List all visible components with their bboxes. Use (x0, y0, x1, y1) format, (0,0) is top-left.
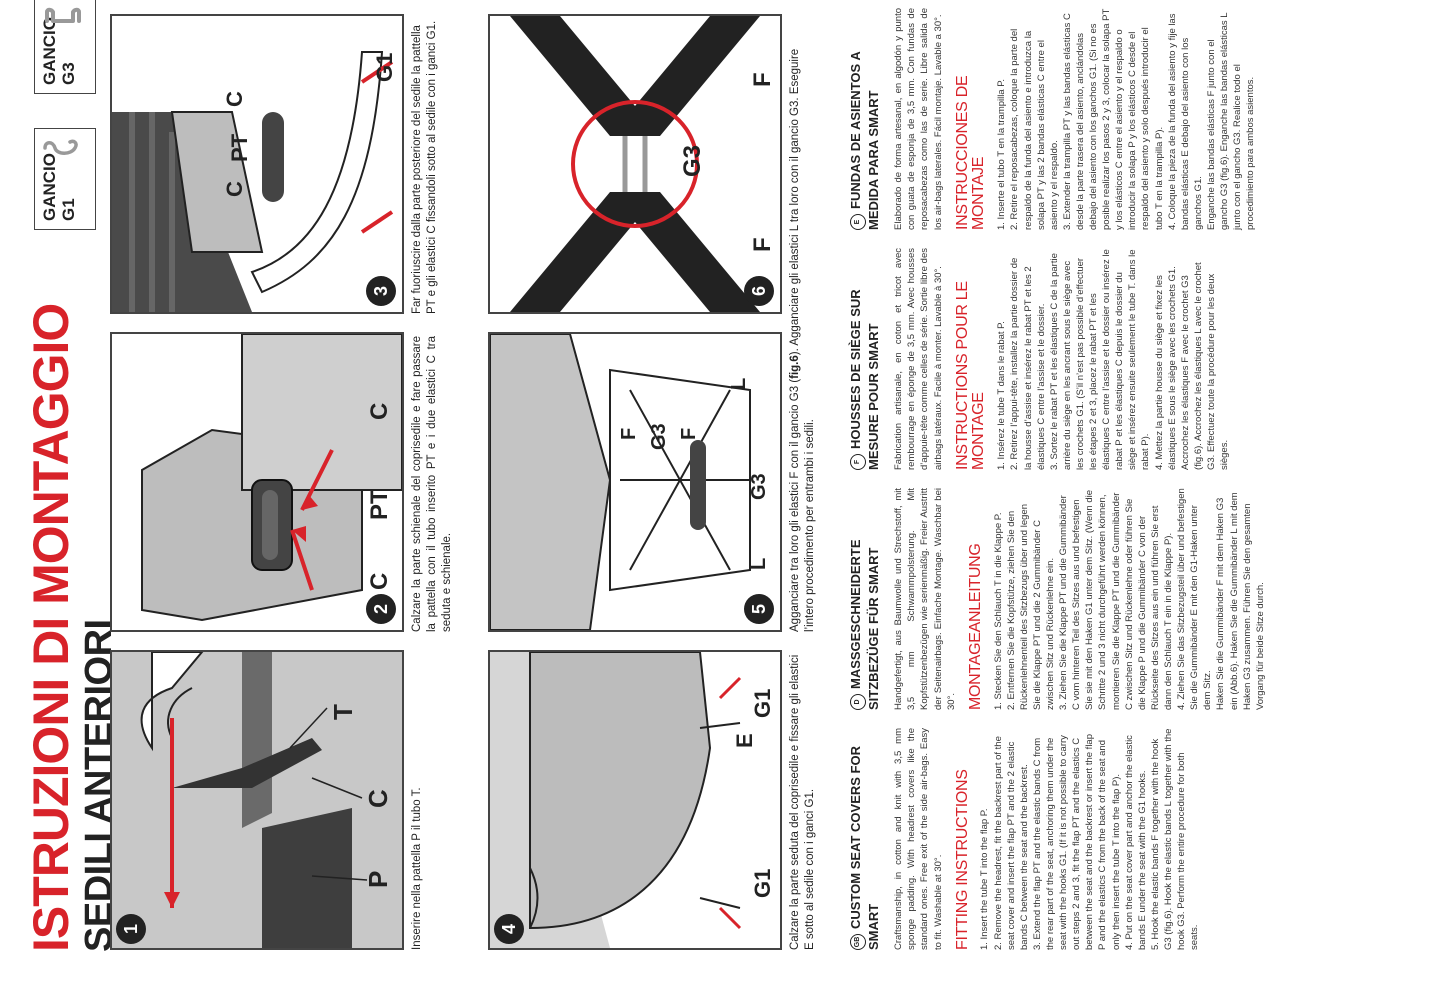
hook-g1-label-line2: G1 (58, 198, 78, 221)
column-fr-step: 4. Mettez la partie housse du siège et f… (1153, 266, 1178, 470)
step-6-badge: 6 (744, 276, 774, 306)
step-4-caption: Calzare la parte seduta del coprisedile … (789, 654, 816, 950)
column-de-step: 2. Entfernen Sie die Kopfstütze, ziehen … (1005, 504, 1057, 710)
column-fr-step: 1. Insérez le tube T dans le rabat P. (996, 321, 1008, 470)
column-es-subheading: INSTRUCCIONES DE MONTAJE (953, 75, 988, 230)
step-2-caption: Calzare la parte schienale del coprisedi… (411, 336, 453, 632)
column-en-step: 1. Insert the tube T into the flap P. (979, 808, 991, 950)
column-en-step: 4. Put on the seat cover part and anchor… (1123, 735, 1148, 950)
column-fr-heading: FHOUSSES DE SIÈGE SUR MESURE POUR SMART (848, 289, 881, 470)
column-fr-subheading: INSTRUCTIONS POUR LE MONTAGE (953, 281, 988, 470)
column-de-step: 1. Stecken Sie den Schlauch T in die Kla… (992, 512, 1004, 710)
column-de-step: 3. Ziehen Sie die Klappe PT und die Gumm… (1058, 489, 1175, 710)
column-es-intro: Elaborado de forma artesanal, en algodón… (893, 8, 944, 230)
column-en-heading: GBCUSTOM SEAT COVERS FOR SMART (848, 746, 881, 950)
step-2-figure: 2 C PT C (110, 332, 404, 632)
page-title: ISTRUZIONI DI MONTAGGIO (23, 303, 79, 952)
hook-g1-label-line1: GANCIO (40, 153, 59, 221)
column-es-step: 2. Retire el reposacabezas, coloque la p… (1009, 28, 1060, 230)
column-fr-step: 2. Retirez l’appui-tête, installez la pa… (1009, 257, 1047, 470)
column-de-step: Haken Sie die Gummibänder F mit dem Hake… (1215, 492, 1266, 710)
step-5-figure: 5 F G3 F L G3 L (488, 332, 782, 632)
column-de-intro: Handgefertigt, aus Baumwolle und Strechs… (893, 488, 957, 710)
column-de-step: 4. Ziehen Sie das Sitzbezugsteil über un… (1176, 488, 1214, 710)
column-fr-step: Accrochez les élastiques F avec le croch… (1179, 262, 1231, 470)
step-3-caption: Far fuoriuscire dalla parte posteriore d… (411, 20, 438, 314)
step-1-badge: 1 (116, 914, 146, 944)
column-es-step: 1. Inserte el tubo T en la trampilla P. (996, 78, 1008, 230)
column-en-step: 3. Extend the flap PT and the elastic ba… (1031, 734, 1122, 950)
column-es-step: 4. Coloque la pieza de la funda del asie… (1166, 13, 1204, 230)
step-3-badge: 3 (366, 276, 396, 306)
hook-g3-label-line2: G3 (58, 62, 78, 85)
step-5-caption: Agganciare tra loro gli elastici F con i… (789, 48, 816, 632)
step-2-badge: 2 (366, 594, 396, 624)
column-en-step: 5. Hook the elastic bands F together wit… (1149, 728, 1201, 950)
column-en-intro: Craftsmanship, in cotton and knit with 3… (893, 728, 944, 950)
column-es-step: Enganche las bandas elásticas F junto co… (1206, 12, 1257, 230)
column-es-step: 3. Extender la trampilla PT y las bandas… (1061, 8, 1165, 230)
column-de-heading: DMASSGESCHNEIDERTE SITZBEZÜGE FÜR SMART (848, 539, 881, 710)
step-6-figure: 6 F G3 F (488, 14, 782, 314)
step-4-badge: 4 (494, 914, 524, 944)
step-4-figure: 4 G1 E G1 (488, 650, 782, 950)
hook-g3-icon (45, 7, 81, 23)
column-es: EFUNDAS DE ASIENTOS A MEDIDA PARA SMART … (848, 8, 1257, 230)
step-3-figure: 3 C PT C G1 (110, 14, 404, 314)
column-de-subheading: MONTAGEANLEITUNG (966, 543, 984, 710)
step-5-badge: 5 (744, 594, 774, 624)
column-en-step: 2. Remove the headrest, fit the backrest… (992, 736, 1030, 950)
column-en-subheading: FITTING INSTRUCTIONS (953, 769, 971, 950)
step-1-figure: 1 P C T (110, 650, 404, 950)
column-fr: FHOUSSES DE SIÈGE SUR MESURE POUR SMART … (848, 248, 1231, 470)
column-fr-intro: Fabrication artisanale, en coton et tric… (893, 248, 944, 470)
column-de: DMASSGESCHNEIDERTE SITZBEZÜGE FÜR SMART … (848, 488, 1267, 710)
column-fr-step: 3. Sortez le rabat PT et les élastiques … (1048, 249, 1152, 470)
column-en: GBCUSTOM SEAT COVERS FOR SMART Craftsman… (848, 728, 1201, 950)
step-1-caption: Inserire nella pattella P il tubo T. (411, 787, 423, 950)
column-es-heading: EFUNDAS DE ASIENTOS A MEDIDA PARA SMART (848, 51, 881, 230)
hook-g1-icon (43, 139, 78, 155)
